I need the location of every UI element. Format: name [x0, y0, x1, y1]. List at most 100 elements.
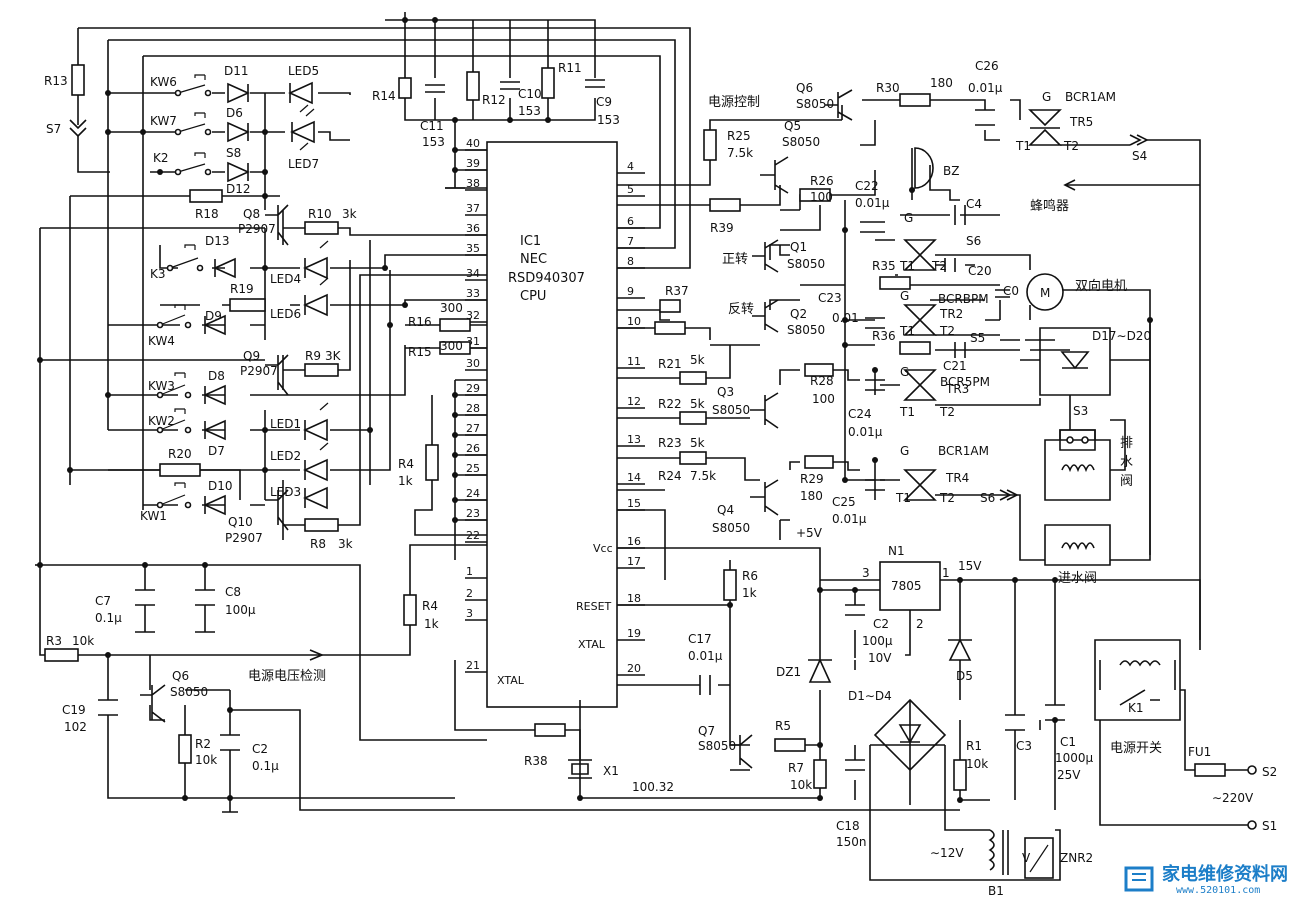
lbl-kw3: KW3: [148, 379, 175, 393]
lbl-buzzer: 蜂鸣器: [1030, 198, 1069, 214]
lbl-r38: R38: [524, 754, 548, 768]
ic-pin-number-right: 18: [627, 592, 641, 605]
lbl-c19v: 102: [64, 720, 87, 734]
c24-capacitor: [865, 379, 885, 391]
lbl-r6: R6: [742, 569, 758, 583]
lbl-r15: R15: [408, 345, 432, 359]
lbl-c2v: 100μ: [862, 634, 893, 648]
lbl-gbz: G: [904, 211, 913, 225]
lbl-r7v: 10k: [790, 778, 812, 792]
labels: R13 S7 KW6 KW7 K2 K3 KW4 KW3 KW2 KW1 D11…: [44, 59, 1277, 898]
lbl-r24v: 7.5k: [690, 469, 716, 483]
r12-resistor: [466, 71, 480, 101]
lbl-bcr5pm: BCR5PM: [940, 375, 990, 389]
lbl-g3: G: [900, 365, 909, 379]
lbl-fu1: FU1: [1188, 745, 1211, 759]
lbl-s2: S2: [1262, 765, 1277, 779]
ic-pin-number-right: 12: [627, 395, 641, 408]
d1-d4-bridge: [873, 698, 947, 772]
r9-resistor: [304, 363, 339, 377]
lbl-d6: D6: [226, 106, 243, 120]
lbl-r3: R3: [46, 634, 62, 648]
r8-resistor: [304, 518, 339, 532]
c1-capacitor: [1045, 704, 1065, 721]
lbl-bcr1am: BCR1AM: [938, 444, 989, 458]
lbl-q9t: P2907: [240, 364, 278, 378]
lbl-led7: LED7: [288, 157, 319, 171]
ic-pin-number-left: 2: [466, 587, 473, 600]
lbl-r25v: 7.5k: [727, 146, 753, 160]
lbl-led1: LED1: [270, 417, 301, 431]
lbl-q6b: Q6: [172, 669, 189, 683]
c10-capacitor: [500, 81, 520, 90]
r21-resistor: [679, 371, 707, 385]
lbl-r15v: 300: [440, 339, 463, 353]
s7-connector: [69, 119, 87, 138]
x1-crystal: [568, 759, 592, 779]
lbl-c11v: 153: [422, 135, 445, 149]
lbl-led4: LED4: [270, 272, 301, 286]
ic-pin-number-left: 30: [466, 357, 480, 370]
ic-part: RSD940307: [508, 271, 585, 286]
lbl-n1: N1: [888, 544, 905, 558]
lbl-r23: R23: [658, 436, 682, 450]
r4a-resistor: [425, 444, 439, 481]
lbl-q2t: S8050: [787, 323, 825, 337]
lbl-c11: C11: [420, 119, 444, 133]
lbl-c4: C4: [966, 197, 982, 211]
lbl-bcrbpm: BCRBPM: [938, 292, 989, 306]
lbl-k3: K3: [150, 267, 166, 281]
lbl-v220: ∼220V: [1212, 791, 1254, 805]
lbl-led6: LED6: [270, 307, 301, 321]
lbl-c26v: 0.01μ: [968, 81, 1003, 95]
lbl-r8: R8: [310, 537, 326, 551]
lbl-d12: D12: [226, 182, 251, 196]
s1-terminal: [1247, 820, 1257, 830]
ic-pin-number-left: 38: [466, 177, 480, 190]
lbl-q1t: S8050: [787, 257, 825, 271]
lbl-g5: G: [1042, 90, 1051, 104]
lbl-kw7: KW7: [150, 114, 177, 128]
c2-capacitor: [845, 604, 865, 616]
ic-pin-number-right: 4: [627, 160, 634, 173]
ic-pin-number-left: 29: [466, 382, 480, 395]
lbl-r6v: 1k: [742, 586, 757, 600]
r1-resistor: [953, 759, 967, 791]
lbl-c2: C2: [873, 617, 889, 631]
lbl-r7: R7: [788, 761, 804, 775]
lbl-d14: D1∼D4: [848, 689, 892, 703]
lbl-q8t: P2907: [238, 222, 276, 236]
inlet-valve-coil: [1061, 542, 1095, 551]
ic-pin-number-left: 23: [466, 507, 480, 520]
lbl-led5: LED5: [288, 64, 319, 78]
watermark-logo-icon: [1124, 866, 1154, 892]
ic1-cpu: IC1 NEC RSD940307 CPU Vcc RESET XTAL XTA…: [486, 141, 618, 708]
lbl-r29: R29: [800, 472, 824, 486]
lbl-kw6: KW6: [150, 75, 177, 89]
lbl-c24v: 0.01μ: [848, 425, 883, 439]
lbl-r21: R21: [658, 357, 682, 371]
c7-capacitor: [135, 589, 155, 606]
d5-diode: [948, 638, 972, 661]
motor: [1026, 273, 1064, 311]
r28-resistor: [804, 363, 834, 377]
ic-left-pins: 4039383736353433323130292827262524232212…: [465, 137, 487, 673]
lbl-q8: Q8: [243, 207, 260, 221]
dz1-zener: [808, 658, 832, 683]
lbl-c22: C22: [855, 179, 879, 193]
lbl-c18: C18: [836, 819, 860, 833]
motor-symbol: M: [1040, 286, 1050, 300]
lbl-t2-2: T2: [939, 324, 955, 338]
lbl-c23: C23: [818, 291, 842, 305]
ic-pin-number-left: 1: [466, 565, 473, 578]
lbl-r37: R37: [665, 284, 689, 298]
r35-resistor: [879, 276, 911, 290]
ic-pin-number-left: 40: [466, 137, 480, 150]
s3-switch: [1059, 429, 1096, 451]
triacs: [903, 109, 1062, 501]
lbl-bcr1am-top: BCR1AM: [1065, 90, 1116, 104]
q6b-transistor: [140, 684, 166, 723]
lbl-c19: C19: [62, 703, 86, 717]
lbl-r11: R11: [558, 61, 582, 75]
